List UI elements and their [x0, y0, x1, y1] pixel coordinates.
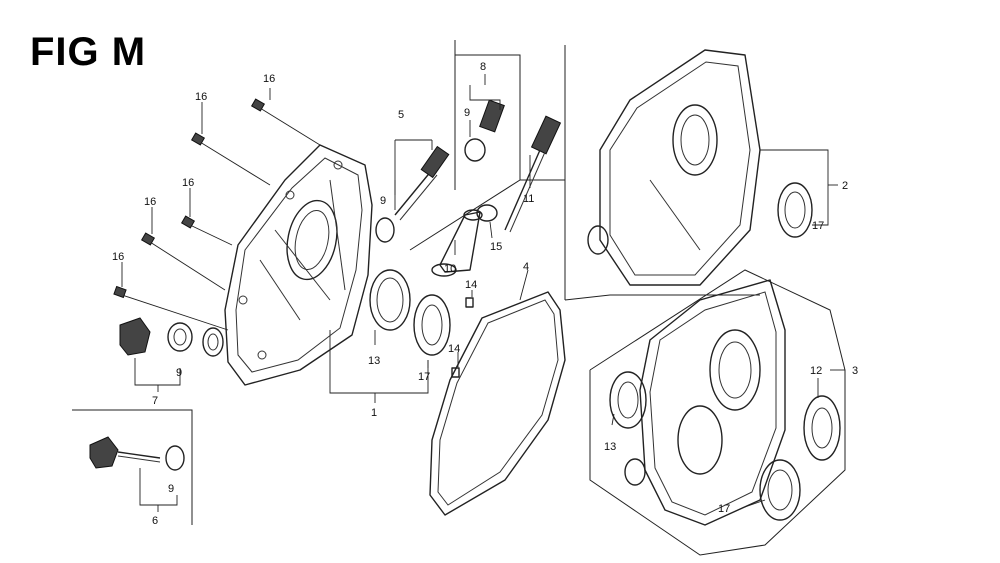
section-dividers: [72, 40, 760, 525]
callout-12: 12: [810, 365, 822, 377]
divider-lower-left: [72, 409, 193, 525]
callout-labels: 1 2 3 4 5 6 7 8 9 9 9 9 10 11 12 13 13 1…: [112, 61, 858, 527]
bolts-16: [113, 98, 321, 331]
callout-16-d: 16: [144, 196, 156, 208]
oil-level-switch-5: [375, 145, 450, 243]
callout-3: 3: [852, 365, 858, 377]
divider-horizontal: [564, 294, 760, 301]
callout-4: 4: [523, 261, 529, 273]
callout-14-upper: 14: [465, 279, 477, 291]
callout-11: 11: [523, 193, 534, 205]
crankcase-cover-assy-3: [589, 269, 846, 556]
callout-16-a: 16: [263, 73, 275, 85]
gasket-4: [429, 291, 566, 516]
callout-15: 15: [490, 241, 502, 253]
leader-lines: [121, 74, 845, 512]
crankcase-cover: [202, 144, 373, 386]
divider-diagonal: [409, 179, 565, 251]
divider-oil-level-box: [454, 40, 521, 180]
oil-filler-cap-7: [119, 317, 193, 356]
callout-13-right: 13: [604, 441, 616, 453]
callout-17-lower-right: 17: [718, 503, 730, 515]
callout-2: 2: [842, 180, 848, 192]
callout-17-upper-right: 17: [812, 220, 824, 232]
callout-9-switch: 9: [380, 195, 386, 207]
callout-1: 1: [371, 407, 377, 419]
bearing-13: [369, 269, 411, 331]
callout-6: 6: [152, 515, 158, 527]
oil-level-switch-8: [464, 99, 505, 162]
callout-9-cap: 9: [176, 367, 182, 379]
oil-seal-17: [413, 294, 451, 356]
callout-13-center: 13: [368, 355, 380, 367]
callout-5: 5: [398, 109, 404, 121]
sleeve-10: [431, 204, 498, 277]
crankcase-cover-assy-2: [587, 49, 813, 286]
callout-9-boxed: 9: [464, 107, 470, 119]
callout-16-c: 16: [182, 177, 194, 189]
dipstick-6: [89, 436, 185, 471]
callout-7: 7: [152, 395, 158, 407]
figure-title: FIG M: [30, 30, 147, 74]
dowel-pins-14: [451, 297, 474, 378]
callout-16-e: 16: [112, 251, 124, 263]
callout-9-dipstick: 9: [168, 483, 174, 495]
callout-14-lower: 14: [448, 343, 460, 355]
callout-8: 8: [480, 61, 486, 73]
sensor-11: [504, 115, 562, 233]
callout-16-b: 16: [195, 91, 207, 103]
callout-10: 10: [444, 263, 456, 275]
callout-17-center: 17: [418, 371, 430, 383]
